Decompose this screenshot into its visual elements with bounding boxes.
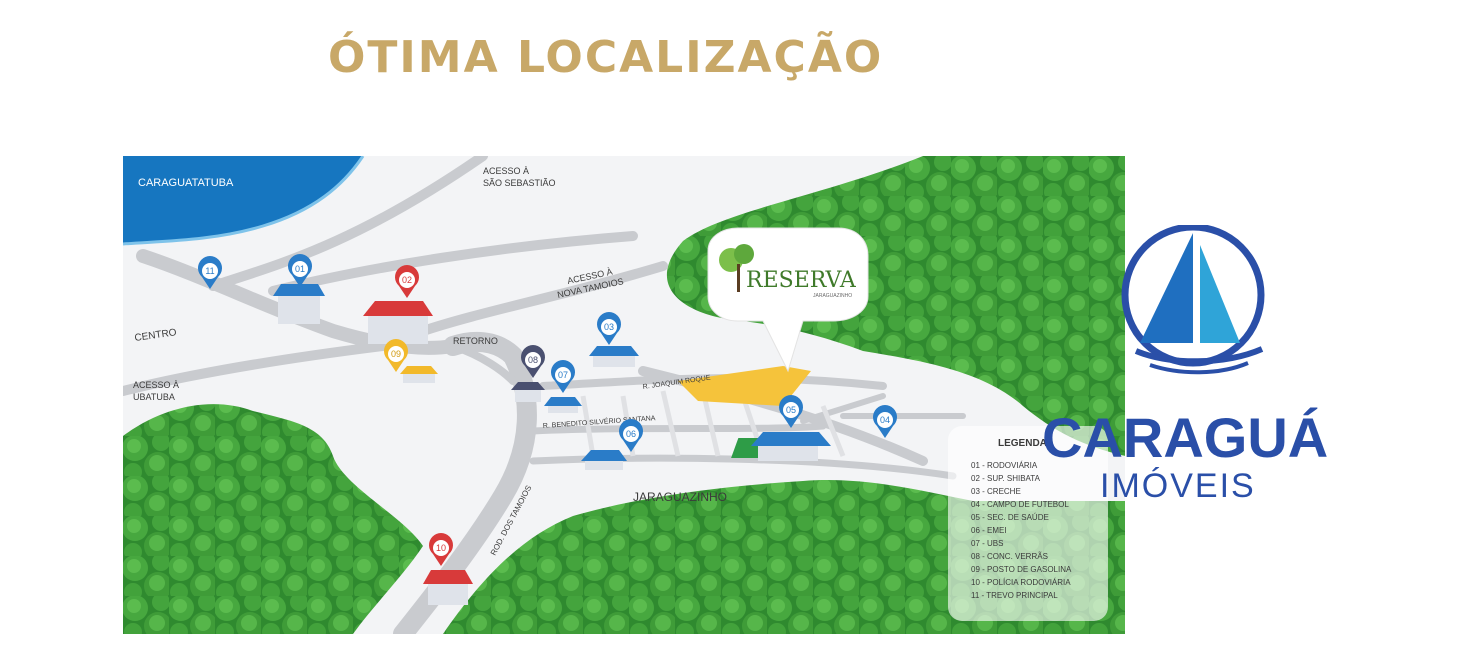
marker-05: 05	[779, 395, 803, 428]
building-08	[511, 382, 545, 402]
building-09	[400, 366, 438, 383]
legend-item: 08 - CONC. VERRÃS	[971, 552, 1048, 561]
sea-area	[123, 156, 363, 244]
svg-text:07: 07	[558, 370, 568, 380]
svg-text:04: 04	[880, 415, 890, 425]
brand-logo: CARAGUÁ IMÓVEIS	[1042, 225, 1328, 505]
svg-text:06: 06	[626, 429, 636, 439]
reserva-logo-sub: JARAGUAZINHO	[813, 293, 852, 299]
marker-07: 07	[551, 360, 575, 393]
marker-04: 04	[873, 405, 897, 438]
legend-item: 11 - TREVO PRINCIPAL	[971, 591, 1058, 600]
label-acesso-sao-sebastiao-2: SÃO SEBASTIÃO	[483, 178, 556, 188]
svg-text:08: 08	[528, 355, 538, 365]
building-05	[751, 432, 831, 461]
reserva-logo-text: RESERVA	[746, 268, 857, 293]
label-acesso-sao-sebastiao-1: ACESSO À	[483, 166, 529, 176]
page-title: ÓTIMA LOCALIZAÇÃO	[328, 32, 884, 83]
label-acesso-ubatuba-2: UBATUBA	[133, 392, 175, 402]
marker-02: 02	[395, 265, 419, 298]
label-retorno: RETORNO	[453, 336, 498, 346]
reserva-callout: RESERVA JARAGUAZINHO	[707, 227, 869, 373]
svg-text:10: 10	[436, 543, 446, 553]
building-07	[544, 397, 582, 413]
marker-09: 09	[384, 339, 408, 372]
brand-tagline: IMÓVEIS	[1100, 467, 1256, 505]
marker-03: 03	[597, 312, 621, 345]
legend-item: 05 - SEC. DE SAÚDE	[971, 513, 1049, 522]
svg-text:11: 11	[205, 266, 214, 276]
building-02	[363, 301, 433, 344]
legend-title: LEGENDA	[998, 438, 1047, 449]
label-acesso-ubatuba-1: ACESSO À	[133, 380, 179, 390]
marker-11: 11	[198, 256, 222, 289]
legend: LEGENDA 01 - RODOVIÁRIA 02 - SUP. SHIBAT…	[948, 426, 1108, 621]
legend-item: 09 - POSTO DE GASOLINA	[971, 565, 1072, 574]
reserva-plot	[678, 366, 811, 406]
label-jaraguazinho: JARAGUAZINHO	[633, 490, 727, 504]
sailboat-icon	[1121, 225, 1265, 375]
svg-text:03: 03	[604, 322, 614, 332]
marker-06: 06	[619, 419, 644, 452]
legend-item: 03 - CRECHE	[971, 487, 1021, 496]
svg-text:01: 01	[295, 264, 305, 274]
building-06	[581, 450, 627, 470]
building-10	[423, 570, 473, 605]
building-03	[589, 346, 639, 367]
svg-text:09: 09	[391, 349, 401, 359]
brand-name: CARAGUÁ	[1042, 406, 1328, 469]
legend-item: 04 - CAMPO DE FUTEBOL	[971, 500, 1069, 509]
svg-text:05: 05	[786, 405, 796, 415]
marker-08: 08	[521, 345, 545, 378]
marker-01: 01	[288, 254, 312, 287]
legend-item: 07 - UBS	[971, 539, 1003, 548]
building-01	[273, 284, 325, 324]
legend-item: 06 - EMEI	[971, 526, 1007, 535]
svg-text:02: 02	[402, 275, 412, 285]
legend-item: 10 - POLÍCIA RODOVIÁRIA	[971, 578, 1071, 587]
forest-bottom-left	[123, 404, 423, 634]
marker-10: 10	[429, 533, 453, 566]
location-map: CARAGUATATUBA ACESSO À SÃO SEBASTIÃO ACE…	[123, 156, 1125, 634]
legend-item: 02 - SUP. SHIBATA	[971, 474, 1041, 483]
label-caraguatatuba: CARAGUATATUBA	[138, 177, 234, 189]
legend-item: 01 - RODOVIÁRIA	[971, 461, 1038, 470]
